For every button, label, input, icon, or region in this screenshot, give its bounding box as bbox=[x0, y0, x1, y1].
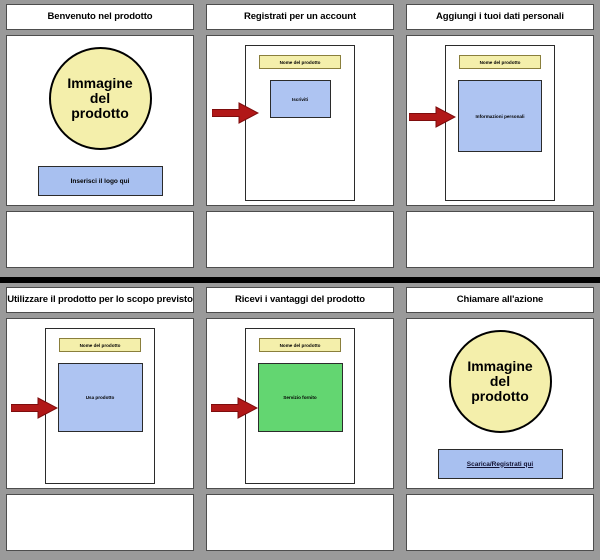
screen-mock: Nome del prodotto Informazioni personali bbox=[445, 45, 555, 201]
storyboard-panel[interactable]: Chiamare all'azione Immagine del prodott… bbox=[400, 283, 600, 560]
storyboard-row: Benvenuto nel prodotto Immagine del prod… bbox=[0, 0, 600, 277]
screen-action-label: Servizio fornito bbox=[283, 395, 317, 400]
cta-button[interactable]: Scarica/Registrati qui bbox=[437, 449, 563, 479]
panel-body: Nome del prodotto Informazioni personali bbox=[406, 35, 594, 206]
panel-notes-area[interactable] bbox=[406, 494, 594, 551]
panel-notes-area[interactable] bbox=[6, 494, 194, 551]
panel-header: Benvenuto nel prodotto bbox=[6, 4, 194, 30]
product-image-placeholder-label: Immagine del prodotto bbox=[467, 357, 533, 405]
logo-placeholder-label: Inserisci il logo qui bbox=[70, 177, 130, 185]
screen-title-label: Nome del prodotto bbox=[279, 342, 321, 348]
storyboard-row: Utilizzare il prodotto per lo scopo prev… bbox=[0, 283, 600, 560]
panel-body: Nome del prodotto Servizio fornito bbox=[206, 318, 394, 489]
panel-header: Aggiungi i tuoi dati personali bbox=[406, 4, 594, 30]
screen-mock-wrap: Nome del prodotto Usa prodotto bbox=[7, 319, 193, 488]
panel-header: Ricevi i vantaggi del prodotto bbox=[206, 287, 394, 313]
logo-placeholder-button[interactable]: Inserisci il logo qui bbox=[37, 166, 163, 196]
screen-title-bar: Nome del prodotto bbox=[459, 55, 541, 69]
storyboard-panel[interactable]: Benvenuto nel prodotto Immagine del prod… bbox=[0, 0, 200, 277]
screen-action-box[interactable]: Usa prodotto bbox=[57, 363, 143, 432]
product-image-placeholder-circle: Immagine del prodotto bbox=[448, 330, 552, 433]
panel-body: Nome del prodotto Iscriviti bbox=[206, 35, 394, 206]
storyboard-panel[interactable]: Registrati per un account Nome del prodo… bbox=[200, 0, 400, 277]
panel-notes-area[interactable] bbox=[206, 494, 394, 551]
storyboard-panel[interactable]: Aggiungi i tuoi dati personali Nome del … bbox=[400, 0, 600, 277]
screen-title-bar: Nome del prodotto bbox=[259, 338, 341, 352]
screen-title-bar: Nome del prodotto bbox=[259, 55, 341, 69]
screen-title-label: Nome del prodotto bbox=[279, 59, 321, 65]
panel-header-label: Utilizzare il prodotto per lo scopo prev… bbox=[7, 293, 193, 305]
panel-header-label: Aggiungi i tuoi dati personali bbox=[436, 10, 564, 22]
panel-header-label: Ricevi i vantaggi del prodotto bbox=[234, 293, 365, 305]
screen-action-box[interactable]: Servizio fornito bbox=[257, 363, 343, 432]
panel-body: Immagine del prodotto Inserisci il logo … bbox=[6, 35, 194, 206]
screen-mock: Nome del prodotto Usa prodotto bbox=[45, 328, 155, 484]
screen-action-label: Iscriviti bbox=[291, 96, 309, 102]
storyboard-panel[interactable]: Ricevi i vantaggi del prodotto Nome del … bbox=[200, 283, 400, 560]
panel-header: Utilizzare il prodotto per lo scopo prev… bbox=[6, 287, 194, 313]
panel-body: Immagine del prodotto Scarica/Registrati… bbox=[406, 318, 594, 489]
screen-action-box[interactable]: Informazioni personali bbox=[458, 80, 542, 152]
screen-title-label: Nome del prodotto bbox=[79, 342, 121, 348]
screen-mock-wrap: Nome del prodotto Informazioni personali bbox=[407, 36, 593, 205]
panel-notes-area[interactable] bbox=[206, 211, 394, 268]
panel-body: Nome del prodotto Usa prodotto bbox=[6, 318, 194, 489]
panel-header: Registrati per un account bbox=[206, 4, 394, 30]
screen-title-label: Nome del prodotto bbox=[479, 59, 521, 65]
storyboard-panel[interactable]: Utilizzare il prodotto per lo scopo prev… bbox=[0, 283, 200, 560]
screen-mock-wrap: Nome del prodotto Servizio fornito bbox=[207, 319, 393, 488]
screen-action-label: Usa prodotto bbox=[85, 395, 115, 400]
screen-action-box[interactable]: Iscriviti bbox=[269, 80, 331, 118]
product-image-placeholder-circle: Immagine del prodotto bbox=[48, 47, 152, 150]
panel-header: Chiamare all'azione bbox=[406, 287, 594, 313]
panel-notes-area[interactable] bbox=[6, 211, 194, 268]
screen-mock: Nome del prodotto Servizio fornito bbox=[245, 328, 355, 484]
panel-header-label: Benvenuto nel prodotto bbox=[47, 10, 153, 22]
panel-notes-area[interactable] bbox=[406, 211, 594, 268]
hero-block: Immagine del prodotto Scarica/Registrati… bbox=[407, 319, 593, 488]
panel-header-label: Registrati per un account bbox=[243, 10, 357, 22]
cta-label: Scarica/Registrati qui bbox=[466, 460, 534, 468]
screen-action-label: Informazioni personali bbox=[475, 113, 525, 119]
row-divider bbox=[0, 277, 600, 283]
screen-mock-wrap: Nome del prodotto Iscriviti bbox=[207, 36, 393, 205]
screen-title-bar: Nome del prodotto bbox=[59, 338, 141, 352]
screen-mock: Nome del prodotto Iscriviti bbox=[245, 45, 355, 201]
product-image-placeholder-label: Immagine del prodotto bbox=[67, 74, 133, 122]
panel-header-label: Chiamare all'azione bbox=[456, 293, 544, 305]
hero-block: Immagine del prodotto Inserisci il logo … bbox=[7, 36, 193, 205]
